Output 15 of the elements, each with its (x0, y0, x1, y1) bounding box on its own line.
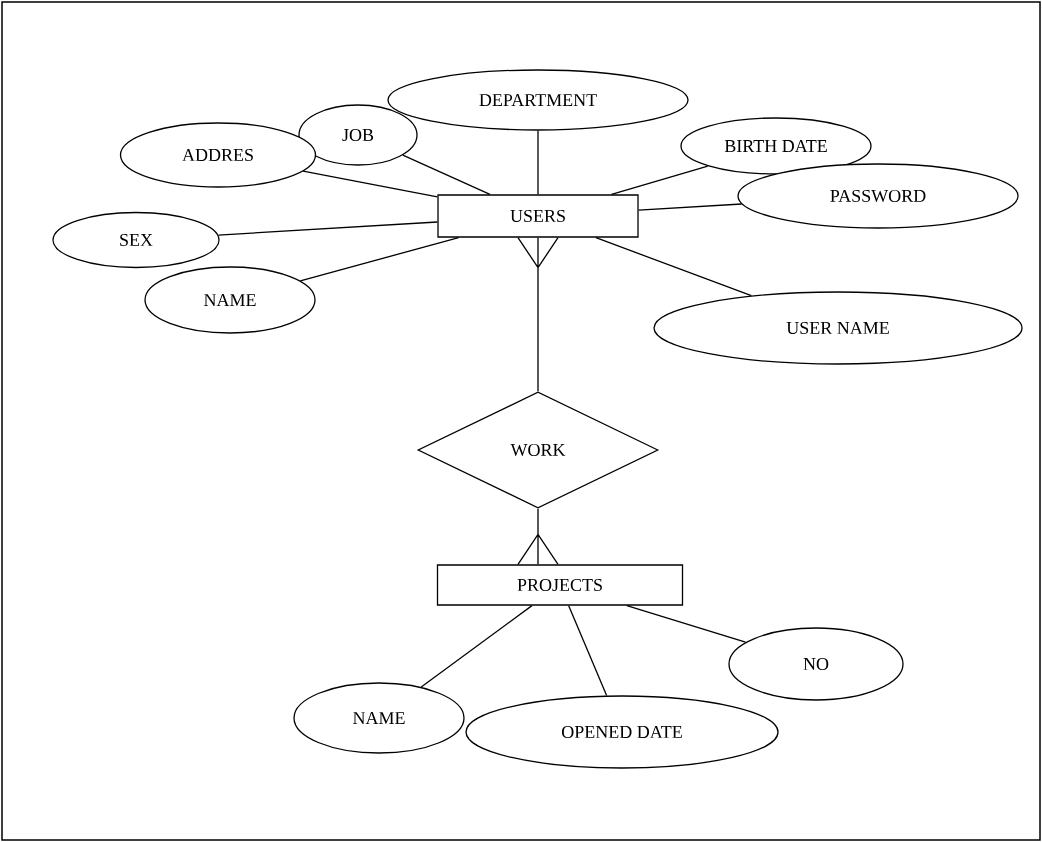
entity-box: USERS (437, 194, 639, 238)
connector-line (638, 203, 743, 211)
connector-line (420, 605, 533, 688)
connector-line (610, 165, 709, 195)
connector-line (299, 237, 460, 282)
connector-line (568, 605, 608, 697)
connector-line (626, 605, 747, 643)
connector-line (537, 130, 539, 195)
entity-box: PROJECTS (436, 564, 684, 606)
connector-line (217, 221, 438, 236)
connector-line (302, 170, 438, 198)
connector-line (595, 237, 752, 297)
crows-foot-line (517, 237, 559, 392)
connector-line (402, 154, 491, 195)
crows-foot-line (517, 508, 559, 565)
